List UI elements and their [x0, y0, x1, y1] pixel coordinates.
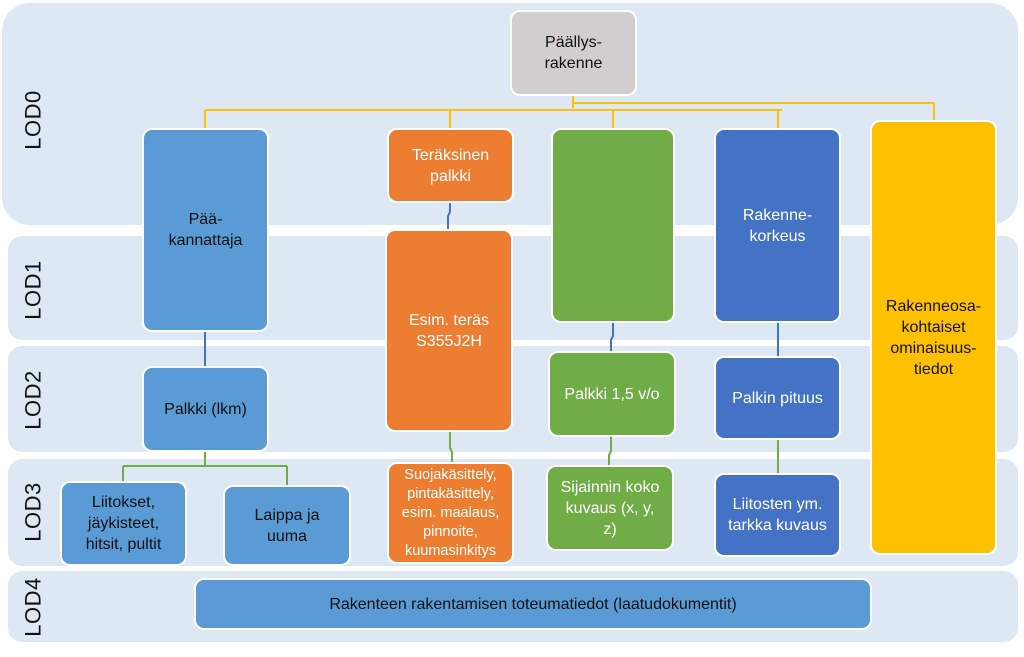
node-terasinen-palkki: Teräksinen palkki: [387, 128, 514, 203]
node-toteuma: Rakenteen rakentamisen toteumatiedot (la…: [194, 578, 872, 630]
node-paakannattaja: Pää- kannattaja: [142, 128, 269, 332]
node-palkin-pituus: Palkin pituus: [714, 356, 841, 440]
node-rakenneosakohtaiset: Rakenneosa- kohtaiset ominaisuus- tiedot: [870, 120, 997, 555]
blue-connectors: [204, 203, 779, 367]
node-paallysrakenne: Päällys- rakenne: [510, 10, 637, 96]
node-liitokset: Liitokset, jäykisteet, hitsit, pultit: [60, 481, 187, 566]
green-connectors: [122, 432, 779, 486]
node-palkki-lkm: Palkki (lkm): [142, 366, 269, 452]
root-connectors: [204, 95, 935, 128]
node-laippa: Laippa ja uuma: [223, 485, 351, 566]
node-rakennekorkeus: Rakenne- korkeus: [714, 128, 841, 323]
node-suojakasittely: Suojakäsittely, pintakäsittely, esim. ma…: [387, 462, 514, 564]
node-esim-teras: Esim. teräs S355J2H: [385, 229, 513, 432]
node-sijainnin: Sijainnin koko kuvaus (x, y, z): [546, 465, 674, 551]
node-palkki-vo: Palkki 1,5 v/o: [548, 351, 676, 437]
node-liitosten: Liitosten ym. tarkka kuvaus: [714, 473, 841, 557]
node-green-empty: [551, 128, 675, 323]
